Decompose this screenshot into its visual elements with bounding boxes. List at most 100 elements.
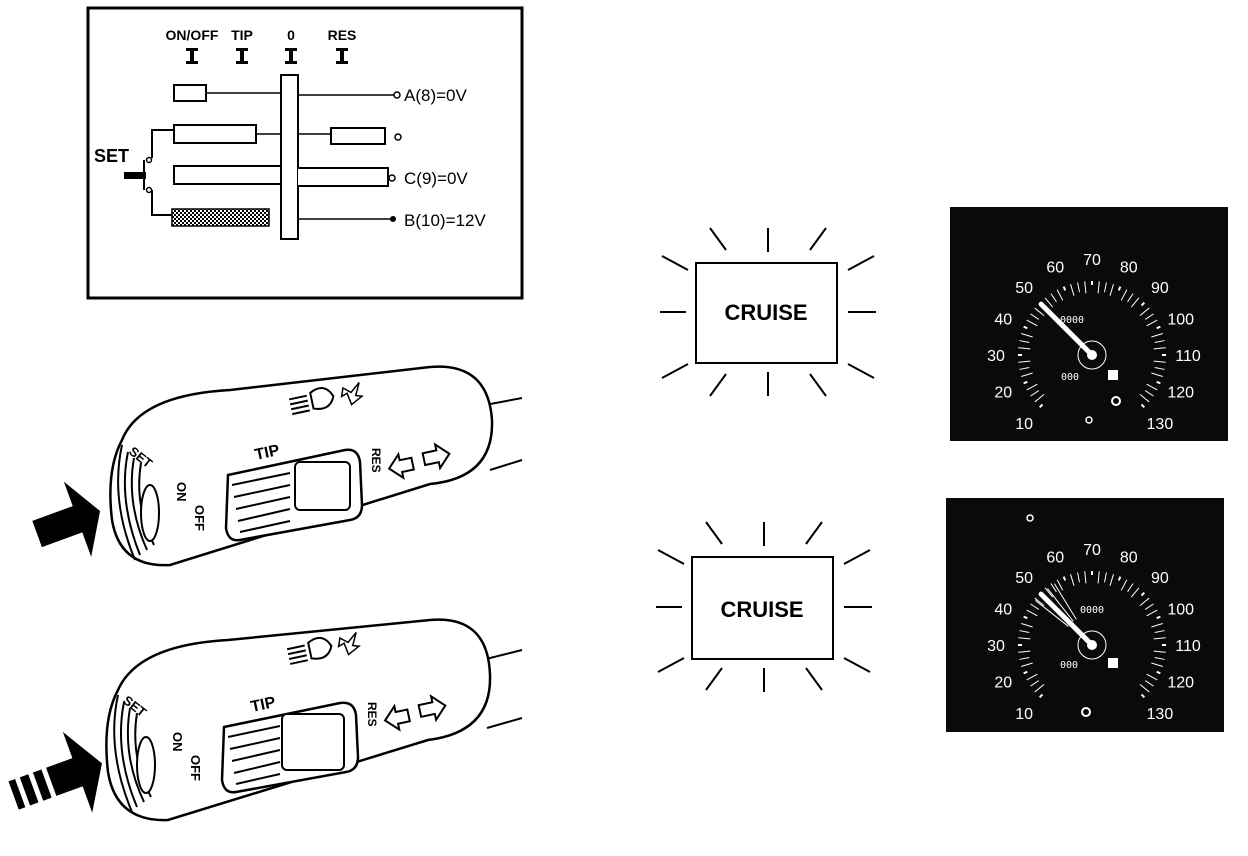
- position-label-tip: TIP: [231, 27, 253, 43]
- speedometer-1-scale-label: 20: [994, 385, 1012, 402]
- speedometer-2-tick: [1044, 587, 1054, 598]
- speedometer-2-scale-label: 100: [1167, 601, 1194, 618]
- speedometer-2-tick: [1139, 597, 1150, 607]
- speedometer-1-reset-knob: [1111, 396, 1121, 406]
- speedometer-2-tick: [1144, 680, 1154, 687]
- speedometer-2-needle: [1038, 591, 1095, 648]
- stalk-1-off-label: OFF: [192, 505, 207, 531]
- speedometer-2-tick: [1146, 609, 1158, 617]
- stalk-2-headlight-icon: [286, 632, 361, 665]
- speedometer-1-tick: [1019, 366, 1030, 370]
- speedometer-2-tick: [1154, 630, 1165, 634]
- stalk-2-endcap: [113, 694, 156, 813]
- speedometer-2-tick: [1120, 579, 1128, 591]
- speedometer-1-tick: [1034, 393, 1045, 403]
- speedometer-2-scale-label: 110: [1175, 638, 1201, 655]
- speedometer-1-tick: [1127, 293, 1134, 303]
- speedometer-2-tick: [1056, 579, 1064, 591]
- contact-b-active: [171, 208, 270, 227]
- speedometer-2-tick: [1117, 576, 1122, 581]
- speedometer-1-tick: [1034, 307, 1045, 317]
- speedometer-2-reset-knob: [1081, 707, 1091, 717]
- output-label-a: A(8)=0V: [404, 86, 467, 105]
- stalk-1-headlight-icon: [288, 382, 364, 416]
- contact-row2-left: [173, 124, 257, 144]
- speedometer-2-tick: [1154, 656, 1165, 660]
- speedometer-1-tick: [1030, 390, 1040, 397]
- indicator-1-text: CRUISE: [724, 300, 807, 325]
- set-button-plunger: [124, 172, 146, 179]
- speedometer-1-tick: [1146, 319, 1158, 327]
- stalk-1: SET ON OFF TIP RES: [32, 365, 523, 567]
- speedometer-2-face: [946, 498, 1224, 732]
- speedometer-2-tick: [1030, 603, 1040, 610]
- speedometer-2-tick: [1070, 574, 1075, 586]
- terminal-c: [388, 174, 396, 182]
- speedometer-2-tick: [1034, 597, 1045, 607]
- speedometer-1-tick: [1018, 360, 1031, 363]
- stalk-1-push-arrow-icon: [32, 481, 101, 557]
- speedometer-2-tick: [1153, 650, 1166, 653]
- speedometer-1-odometer-top: 0000: [1060, 315, 1084, 326]
- speedometer-1-tick: [1120, 289, 1128, 301]
- speedometer-2-needle-motion-line: [1035, 600, 1069, 627]
- speedometer-2-tick: [1156, 615, 1161, 620]
- speedometer-1-tick: [1154, 366, 1165, 370]
- speedometer-2-tick: [1140, 591, 1146, 597]
- speedometer-2-tick: [1127, 583, 1134, 593]
- speedometer-2-scale-label: 70: [1083, 542, 1101, 559]
- speedometer-2-tick: [1019, 656, 1030, 660]
- speedometer-1-tick: [1130, 297, 1140, 308]
- indicator-1-glow-rays-icon: [660, 227, 876, 397]
- speedometer-1-tick: [1140, 301, 1146, 307]
- speedometer-1-tick: [1021, 372, 1033, 377]
- speedometer-1-tick: [1038, 403, 1044, 409]
- speedometer-2-tick: [1151, 662, 1163, 667]
- speedometer-1-tick: [1023, 325, 1028, 330]
- speedometer-1-tick: [1097, 281, 1100, 294]
- speedometer-1-tick: [1077, 282, 1081, 293]
- indicator-2-text: CRUISE: [720, 597, 803, 622]
- stalk-1-tip-slider: [224, 448, 364, 542]
- speedometer-2-scale-label: 120: [1167, 675, 1194, 692]
- speedometer-2-scale-label: 90: [1151, 570, 1169, 587]
- contact-a-left: [173, 84, 207, 102]
- speedometer-1-face: [950, 207, 1228, 441]
- speedometer-1-tick: [1070, 284, 1075, 296]
- speedometer-1-tick: [1084, 281, 1087, 294]
- terminal-b: [390, 216, 396, 222]
- speedometer-2-scale-label: 60: [1046, 549, 1064, 566]
- speedometer-2-tick: [1153, 637, 1166, 640]
- speedometer-1-tick: [1156, 325, 1161, 330]
- speedometer-2-tick: [1144, 603, 1154, 610]
- speedometer-2-tick: [1062, 576, 1067, 581]
- speedometer-1-scale-label: 40: [994, 311, 1012, 328]
- output-label-b: B(10)=12V: [404, 211, 486, 230]
- output-label-c: C(9)=0V: [404, 169, 468, 188]
- position-marker-zero-icon: [285, 48, 297, 64]
- stalk-2-tip-slider: [220, 701, 360, 794]
- switch-slider-bar: [280, 74, 299, 240]
- terminal-a: [393, 91, 401, 99]
- speedometer-1-tick: [1018, 347, 1031, 350]
- speedometer-2-needle-motion-line: [1047, 588, 1074, 622]
- speedometer-1-scale-label: 130: [1147, 416, 1174, 433]
- speedometer-1-scale-label: 100: [1167, 311, 1194, 328]
- contact-c-left: [173, 165, 282, 185]
- speedometer-1-tick: [1117, 286, 1122, 291]
- speedometer-1-tick: [1139, 393, 1150, 403]
- speedometer-2-tick: [1034, 683, 1045, 693]
- speedometer-1-scale-label: 110: [1175, 348, 1201, 365]
- speedometer-1-scale-label: 30: [987, 348, 1005, 365]
- position-marker-res-icon: [336, 48, 348, 64]
- stalk-1-endcap: [117, 444, 160, 561]
- stalk-2: SET ON OFF TIP RES: [8, 618, 523, 822]
- speedometer-1-scale-label: 10: [1015, 416, 1033, 433]
- speedometer-1-tick: [1103, 282, 1107, 293]
- speedometer-2-tick: [1109, 574, 1114, 586]
- indicator-1-lamp: [695, 262, 838, 364]
- speedometer-2-tick: [1018, 650, 1031, 653]
- stalk-1-res-arrows-icon: [387, 442, 451, 481]
